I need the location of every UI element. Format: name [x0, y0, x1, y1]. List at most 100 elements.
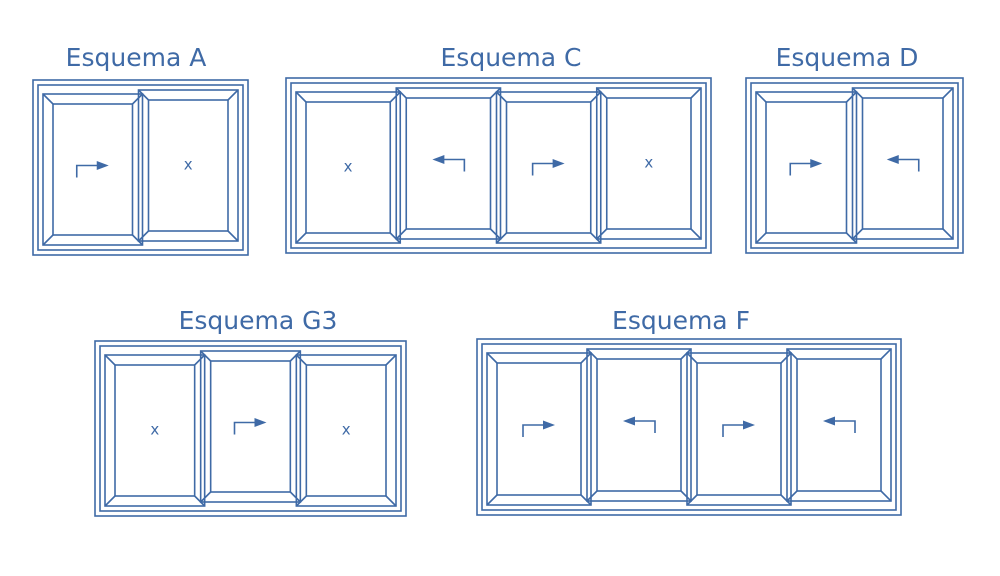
- sash-miter: [690, 228, 702, 240]
- sash-panel-3: [686, 352, 792, 506]
- fixed-panel-icon: x: [184, 156, 193, 174]
- fixed-panel-icon: x: [342, 421, 351, 439]
- sash-miter: [104, 354, 116, 366]
- sash-miter: [395, 87, 407, 99]
- frame-inner: [750, 82, 959, 249]
- frame-outer: [94, 340, 407, 517]
- arrow-shaft: [633, 420, 656, 433]
- sash-miter: [200, 350, 212, 362]
- sash-miter: [686, 352, 698, 364]
- sash-miter: [686, 494, 698, 506]
- sash-miter: [680, 348, 692, 360]
- sash-outline: [586, 348, 692, 502]
- sash-miter: [295, 232, 307, 244]
- window-frame: [476, 338, 902, 516]
- sash-miter: [495, 91, 508, 103]
- sash-miter: [489, 87, 502, 99]
- sash-panel-3: x: [295, 354, 397, 507]
- arrow-shaft: [442, 158, 466, 172]
- arrow-head: [623, 416, 635, 426]
- slide-left-arrow-icon: [886, 155, 920, 172]
- slide-left-arrow-icon: [823, 416, 856, 433]
- arrow-head: [886, 155, 899, 164]
- arrow-head: [823, 416, 835, 426]
- scheme-a: Esquema A x: [32, 43, 249, 256]
- sash-outline: [851, 87, 954, 240]
- glass-pane: [861, 97, 944, 230]
- slide-right-arrow-icon: [522, 420, 555, 437]
- sash-miter: [880, 348, 892, 360]
- arrow-head: [432, 155, 445, 164]
- glass-pane: [596, 358, 682, 492]
- glass-pane: [696, 362, 782, 496]
- sash-miter: [586, 490, 598, 502]
- glass-pane: [496, 362, 582, 496]
- sash-outline: [295, 354, 397, 507]
- sash-miter: [942, 87, 954, 99]
- sash-miter: [385, 354, 397, 366]
- slide-right-arrow-icon: [233, 418, 267, 435]
- sash-outline: [295, 91, 402, 244]
- sash-miter: [590, 91, 602, 103]
- scheme-title: Esquema F: [612, 306, 750, 335]
- glass-pane: [405, 97, 492, 230]
- sash-panel-2: [199, 350, 302, 503]
- sash-miter: [590, 232, 602, 244]
- frame-outer: [32, 79, 249, 256]
- sash-miter: [580, 494, 592, 506]
- arrow-shaft: [833, 420, 856, 433]
- sash-panel-1: [755, 91, 858, 244]
- glass-pane: [52, 103, 134, 236]
- sash-panel-1: [486, 352, 592, 506]
- sash-outline: [137, 89, 239, 242]
- sash-miter: [131, 93, 144, 105]
- sash-miter: [227, 230, 239, 242]
- sash-miter: [596, 228, 608, 240]
- sash-outline: [755, 91, 858, 244]
- sash-miter: [780, 352, 792, 364]
- sash-miter: [495, 232, 508, 244]
- arrow-shaft: [896, 158, 920, 172]
- sash-outline: [495, 91, 602, 244]
- sash-miter: [289, 350, 301, 362]
- arrow-shaft: [233, 421, 257, 435]
- sash-panel-1: x: [104, 354, 206, 507]
- sash-outline: [104, 354, 206, 507]
- sash-miter: [137, 89, 150, 101]
- scheme-title: Esquema D: [776, 43, 919, 72]
- sash-miter: [489, 228, 502, 240]
- sash-miter: [942, 228, 954, 240]
- sash-miter: [395, 228, 407, 240]
- sash-panel-4: x: [595, 87, 702, 240]
- slide-right-arrow-icon: [789, 159, 823, 176]
- sash-miter: [586, 348, 598, 360]
- frame-outer: [745, 77, 964, 254]
- arrow-shaft: [522, 424, 545, 437]
- sash-panel-2: [586, 348, 692, 502]
- sash-miter: [104, 495, 116, 507]
- sash-outline: [786, 348, 892, 502]
- sash-panel-4: [786, 348, 892, 502]
- sash-miter: [851, 87, 864, 99]
- sash-miter: [194, 495, 206, 507]
- sash-miter: [845, 232, 858, 244]
- sash-miter: [486, 494, 498, 506]
- sash-miter: [389, 91, 401, 103]
- window-frame: [32, 79, 249, 256]
- frame-inner: [290, 82, 707, 249]
- sash-outline: [42, 93, 144, 246]
- glass-pane: [796, 358, 882, 492]
- slide-left-arrow-icon: [623, 416, 656, 433]
- frame-inner: [37, 84, 244, 251]
- slide-right-arrow-icon: [531, 159, 565, 176]
- scheme-d: Esquema D: [745, 43, 964, 254]
- scheme-title: Esquema A: [66, 43, 207, 72]
- sash-miter: [486, 352, 498, 364]
- sash-miter: [596, 87, 608, 99]
- sash-miter: [690, 87, 702, 99]
- sash-miter: [385, 495, 397, 507]
- sash-miter: [755, 91, 767, 103]
